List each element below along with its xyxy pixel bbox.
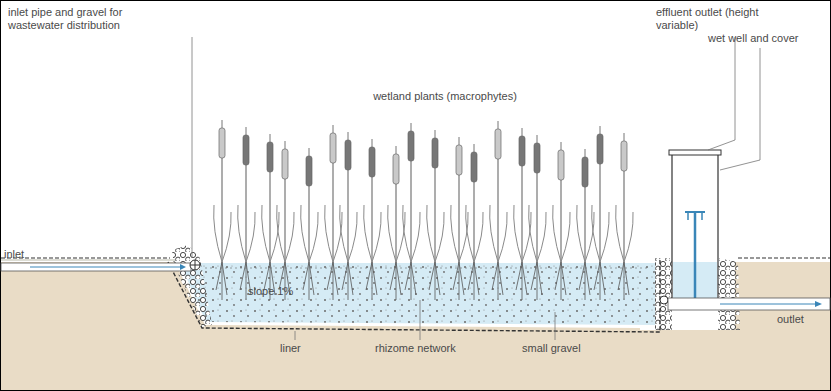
leader-label: liner bbox=[280, 342, 320, 355]
leader-label: small gravel bbox=[522, 342, 602, 355]
leader-label: rhizome network bbox=[375, 342, 475, 355]
leader-label: effluent outlet (height variable) bbox=[656, 6, 766, 32]
pipe-label: inlet bbox=[4, 248, 44, 261]
leader-label: wet well and cover bbox=[708, 32, 828, 45]
pipe-label: outlet bbox=[777, 313, 827, 326]
leader-label: inlet pipe and gravel for wastewater dis… bbox=[8, 6, 158, 32]
plants-label: wetland plants (macrophytes) bbox=[360, 90, 530, 103]
slope-label: slope 1% bbox=[248, 285, 308, 298]
